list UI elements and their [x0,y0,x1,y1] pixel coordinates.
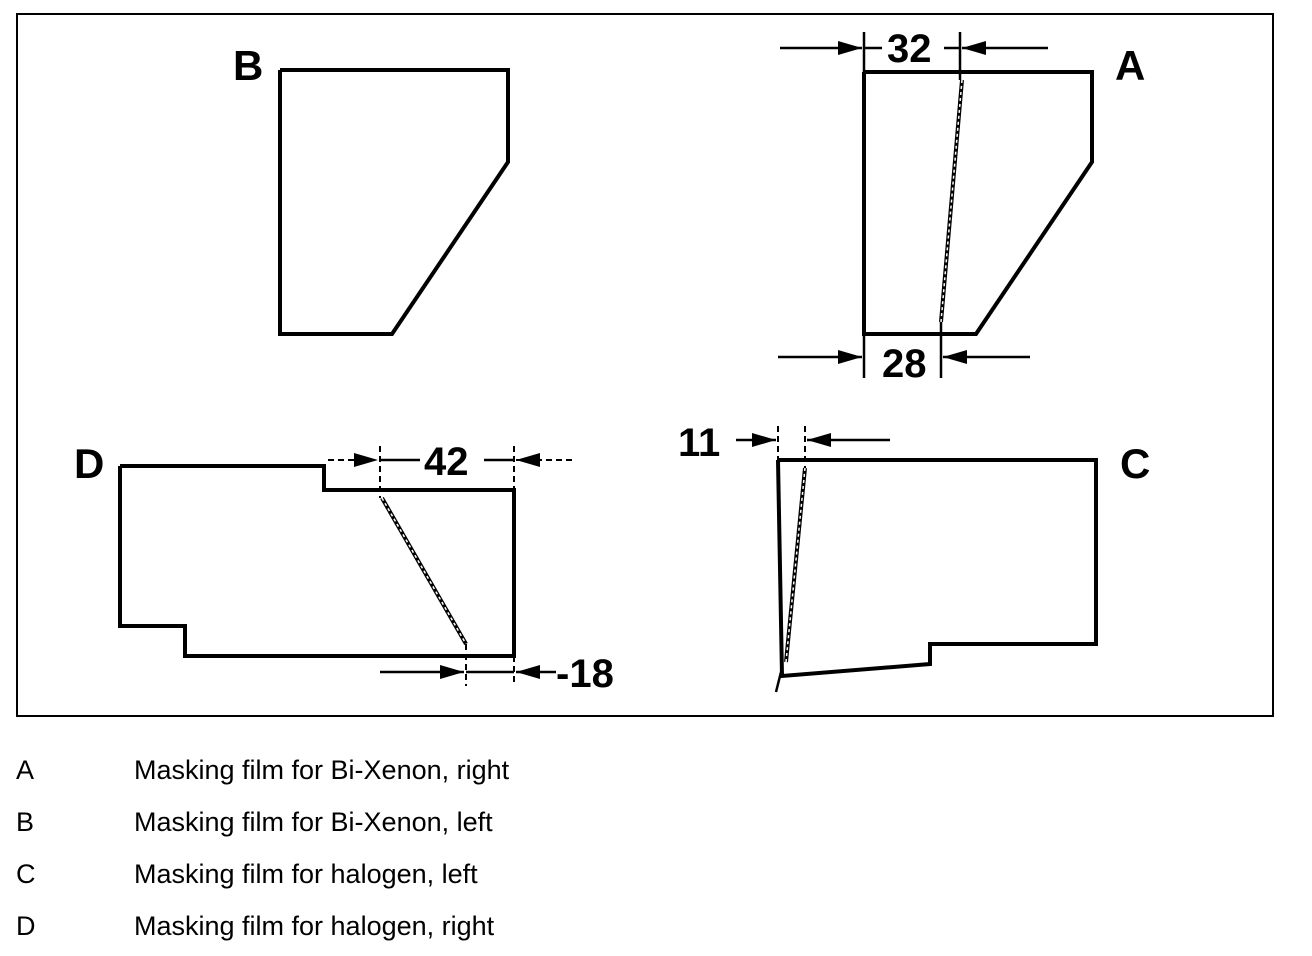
panel-d-dim-top-value: 42 [424,440,469,484]
panel-c-cut-line-center [785,467,806,663]
panel-c: C 11 [678,421,1150,693]
legend-text: Masking film for Bi-Xenon, right [134,755,510,785]
panel-c-film-outline [776,458,1098,679]
panel-d-dim-bottom-arrow-left [440,665,464,679]
panel-d-dim-bottom-value: -18 [556,652,614,696]
legend-text: Masking film for halogen, left [134,859,478,889]
panel-a-film-outline [862,70,1094,336]
panel-a-dim-top-arrow-left [838,41,862,55]
legend-text: Masking film for Bi-Xenon, left [134,807,493,837]
legend-key: A [16,755,35,785]
panel-a-letter: A [1115,42,1145,89]
panel-b: B [233,42,510,336]
panel-b-film-outline [278,68,510,336]
panel-d: D 42 -18 [74,440,614,696]
panel-a: A 32 28 [778,27,1145,386]
panel-d-cut-line-center [381,497,467,645]
panel-d-dim-top-arrow-left [354,453,378,467]
panel-b-letter: B [233,42,263,89]
figure-frame [16,13,1274,717]
panel-a-dim-bottom-arrow-left [838,350,862,364]
legend-key: C [16,859,36,889]
panel-a-dim-top-value: 32 [887,27,932,71]
panel-c-letter: C [1120,440,1150,487]
panel-c-cut-line-tail [774,667,784,693]
panel-c-dim-top-arrow-left [752,433,776,447]
panel-d-letter: D [74,440,104,487]
legend-key: B [16,807,35,837]
legend-key: D [16,911,36,941]
masking-film-diagram: B A 32 28 D [16,13,1274,717]
panel-a-cut-line-center [940,79,963,323]
legend-text: Masking film for halogen, right [134,911,495,941]
panel-c-dim-top-value: 11 [678,421,720,465]
panel-a-dim-bottom-value: 28 [882,342,927,386]
